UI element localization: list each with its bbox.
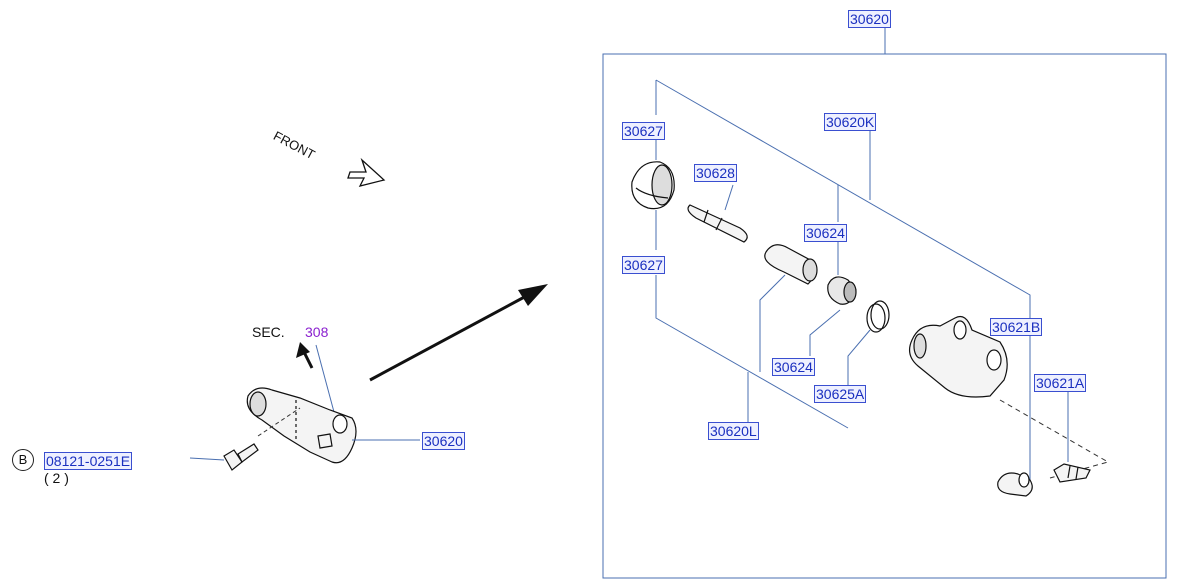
cylinder-body-shape	[908, 315, 1008, 398]
detail-arrow-line	[369, 292, 531, 382]
label-boot-upper[interactable]: 30627	[622, 122, 665, 140]
cup-shape	[827, 276, 857, 305]
circle-b-marker: B	[12, 449, 34, 471]
label-bleeder-a[interactable]: 30621A	[1034, 374, 1087, 392]
bolt-quantity: ( 2 )	[44, 470, 69, 486]
spring-shape	[866, 300, 890, 333]
label-bleeder-b[interactable]: 30621B	[990, 318, 1043, 336]
front-arrow	[347, 157, 386, 187]
label-top-assembly[interactable]: 30620	[848, 10, 891, 28]
label-bolt-part[interactable]: 08121-0251E	[44, 452, 133, 470]
sec-link[interactable]: 308	[305, 324, 329, 340]
boot-shape	[631, 161, 675, 210]
label-rod[interactable]: 30628	[694, 164, 737, 182]
label-piston-cup-upper[interactable]: 30624	[804, 224, 847, 242]
left-assembly-shape	[246, 387, 357, 464]
bleeder-shape	[997, 463, 1091, 497]
bolt-shape	[223, 443, 259, 471]
label-piston-cup-lower[interactable]: 30624	[772, 358, 815, 376]
label-boot-lower[interactable]: 30627	[622, 256, 665, 274]
kit-outline-lower	[655, 275, 849, 429]
detail-arrow-head	[518, 284, 548, 306]
piston-shape	[764, 244, 818, 285]
sec-prefix: SEC.	[252, 324, 285, 340]
label-spring[interactable]: 30625A	[814, 385, 867, 403]
label-kit-l[interactable]: 30620L	[708, 422, 759, 440]
label-left-assembly[interactable]: 30620	[422, 432, 465, 450]
kit-outline-upper	[655, 79, 1031, 460]
rod-shape	[687, 204, 748, 243]
label-kit-k[interactable]: 30620K	[824, 113, 877, 131]
